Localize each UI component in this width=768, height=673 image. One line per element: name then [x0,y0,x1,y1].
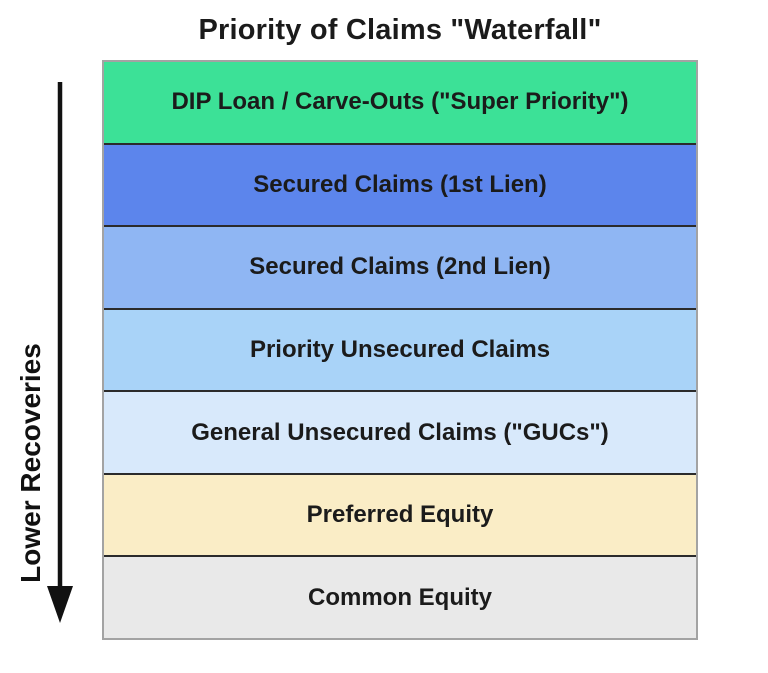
waterfall-row-priority-unsecured: Priority Unsecured Claims [104,307,696,391]
claims-waterfall-stack: DIP Loan / Carve-Outs ("Super Priority")… [102,60,698,640]
lower-recoveries-arrow-icon [47,82,73,623]
waterfall-row-secured-1st-lien: Secured Claims (1st Lien) [104,142,696,226]
waterfall-row-label: Secured Claims (2nd Lien) [249,253,551,281]
waterfall-row-general-unsecured: General Unsecured Claims ("GUCs") [104,390,696,473]
waterfall-row-preferred-equity: Preferred Equity [104,472,696,556]
waterfall-row-label: General Unsecured Claims ("GUCs") [191,418,609,446]
waterfall-row-label: DIP Loan / Carve-Outs ("Super Priority") [171,88,629,116]
waterfall-row-label: Preferred Equity [306,501,494,529]
diagram-title: Priority of Claims "Waterfall" [198,14,602,46]
lower-recoveries-label: Lower Recoveries [15,343,46,583]
waterfall-row-label: Common Equity [308,583,492,611]
waterfall-row-secured-2nd-lien: Secured Claims (2nd Lien) [104,225,696,308]
waterfall-row-label: Priority Unsecured Claims [249,336,551,364]
waterfall-row-dip-loan: DIP Loan / Carve-Outs ("Super Priority") [104,62,696,143]
waterfall-row-label: Secured Claims (1st Lien) [253,170,547,198]
waterfall-row-common-equity: Common Equity [104,555,696,639]
